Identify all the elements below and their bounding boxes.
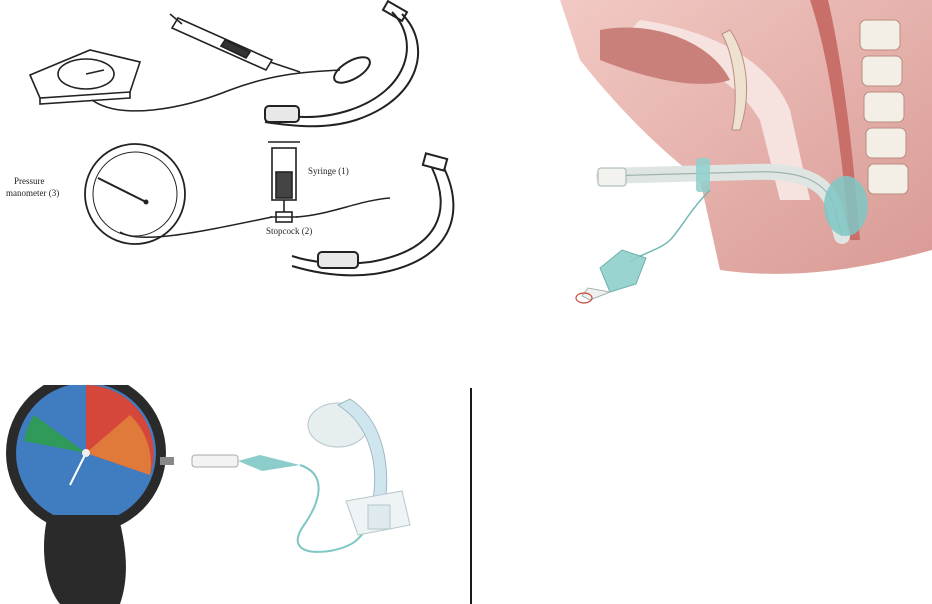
- stopcock: [270, 212, 298, 222]
- pressure-manometer-label: Pressure manometer (3): [6, 176, 59, 198]
- airway-anatomy-illustration: [560, 0, 932, 312]
- svg-text:Pressure: Pressure: [14, 176, 45, 186]
- pilot-line: [630, 190, 710, 262]
- gauge-handle: [44, 515, 126, 604]
- luer-connector: [192, 455, 300, 471]
- tracheostomy-tube-photo: [308, 399, 410, 535]
- stopcock-label: Stopcock (2): [266, 226, 312, 236]
- cuff-pressure-gauge: [6, 385, 166, 533]
- tubing-top: [92, 70, 340, 111]
- gauge-connector: [160, 457, 174, 465]
- syringe-bottom: [268, 142, 300, 214]
- tube-cuff: [824, 176, 868, 236]
- endotracheal-tube-top: [265, 1, 418, 126]
- vertical-divider-line: [470, 388, 472, 604]
- pressure-manometer-dial: [85, 144, 185, 244]
- svg-text:manometer (3): manometer (3): [6, 188, 59, 198]
- cuff-manometer-photo: [0, 385, 450, 604]
- syringe-top: [170, 14, 300, 72]
- syringe-label: Syringe (1): [308, 166, 349, 176]
- cuff-pressure-line-drawing: Pressure manometer (3) Syringe (1) Stopc…: [0, 0, 470, 290]
- pilot-balloon: [576, 250, 646, 303]
- box-manometer: [30, 50, 140, 104]
